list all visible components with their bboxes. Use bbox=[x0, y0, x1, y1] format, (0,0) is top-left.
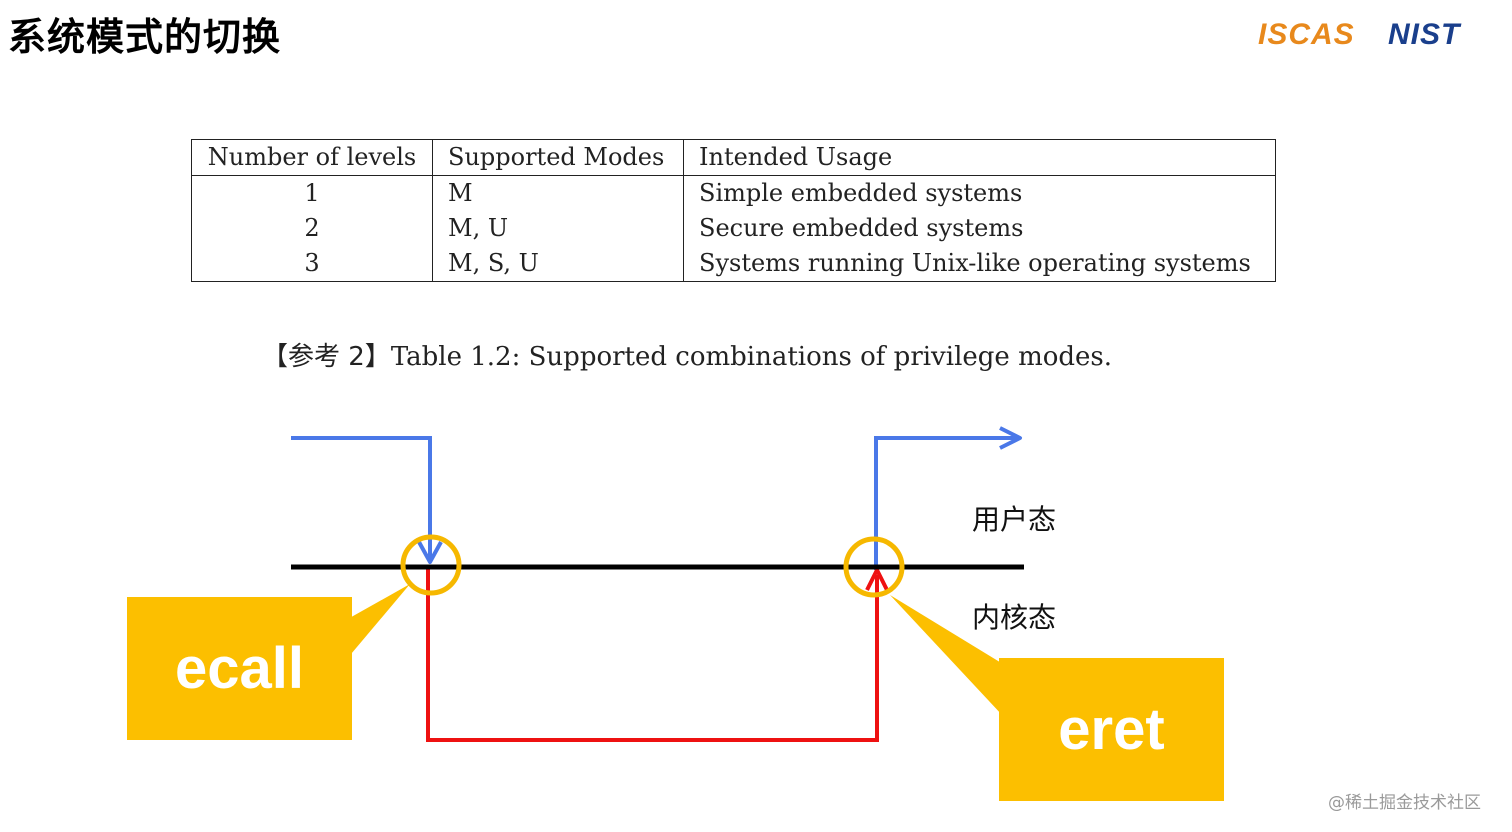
table-row: 1 M Simple embedded systems bbox=[191, 175, 1276, 211]
caption-text: Table 1.2: Supported combinations of pri… bbox=[390, 342, 1113, 372]
eret-point-circle bbox=[843, 536, 905, 598]
kernel-mode-label: 内核态 bbox=[972, 601, 1057, 634]
cell-modes: M bbox=[432, 175, 684, 211]
user-path-enter-arrowhead bbox=[417, 541, 443, 564]
cell-modes: M, U bbox=[432, 211, 684, 246]
user-path-exit bbox=[874, 436, 1018, 570]
cell-usage: Secure embedded systems bbox=[683, 211, 1276, 246]
cell-usage: Systems running Unix-like operating syst… bbox=[683, 246, 1276, 282]
cell-levels: 2 bbox=[191, 211, 433, 246]
eret-callout: eret bbox=[999, 658, 1224, 801]
ecall-point-circle bbox=[400, 534, 462, 596]
ecall-callout: ecall bbox=[127, 597, 352, 740]
table-header-row: Number of levels Supported Modes Intende… bbox=[191, 139, 1276, 176]
kernel-path bbox=[426, 568, 879, 742]
header-number-of-levels: Number of levels bbox=[191, 139, 433, 176]
user-path-exit-arrowhead bbox=[999, 426, 1022, 450]
table-row: 3 M, S, U Systems running Unix-like oper… bbox=[191, 246, 1276, 282]
table-caption: 【参考 2】Table 1.2: Supported combinations … bbox=[262, 336, 1112, 373]
eret-label: eret bbox=[1058, 697, 1165, 762]
cell-usage: Simple embedded systems bbox=[683, 175, 1276, 211]
cell-modes: M, S, U bbox=[432, 246, 684, 282]
caption-prefix: 【参考 2】 bbox=[262, 342, 391, 372]
kernel-path-arrowhead bbox=[865, 568, 889, 591]
user-mode-label: 用户态 bbox=[972, 503, 1057, 536]
nist-logo: NIST bbox=[1388, 18, 1461, 51]
cell-levels: 1 bbox=[191, 175, 433, 211]
header-supported-modes: Supported Modes bbox=[432, 139, 684, 176]
iscas-logo: ISCAS bbox=[1258, 18, 1355, 51]
privilege-modes-table: Number of levels Supported Modes Intende… bbox=[191, 139, 1276, 282]
cell-levels: 3 bbox=[191, 246, 433, 282]
slide-title: 系统模式的切换 bbox=[8, 15, 282, 59]
ecall-callout-pointer bbox=[346, 584, 410, 660]
watermark: @稀土掘金技术社区 bbox=[1328, 793, 1481, 813]
header-intended-usage: Intended Usage bbox=[683, 139, 1276, 176]
user-path-enter bbox=[291, 436, 432, 560]
eret-callout-pointer bbox=[890, 595, 1003, 716]
ecall-label: ecall bbox=[175, 636, 304, 701]
table-row: 2 M, U Secure embedded systems bbox=[191, 211, 1276, 246]
